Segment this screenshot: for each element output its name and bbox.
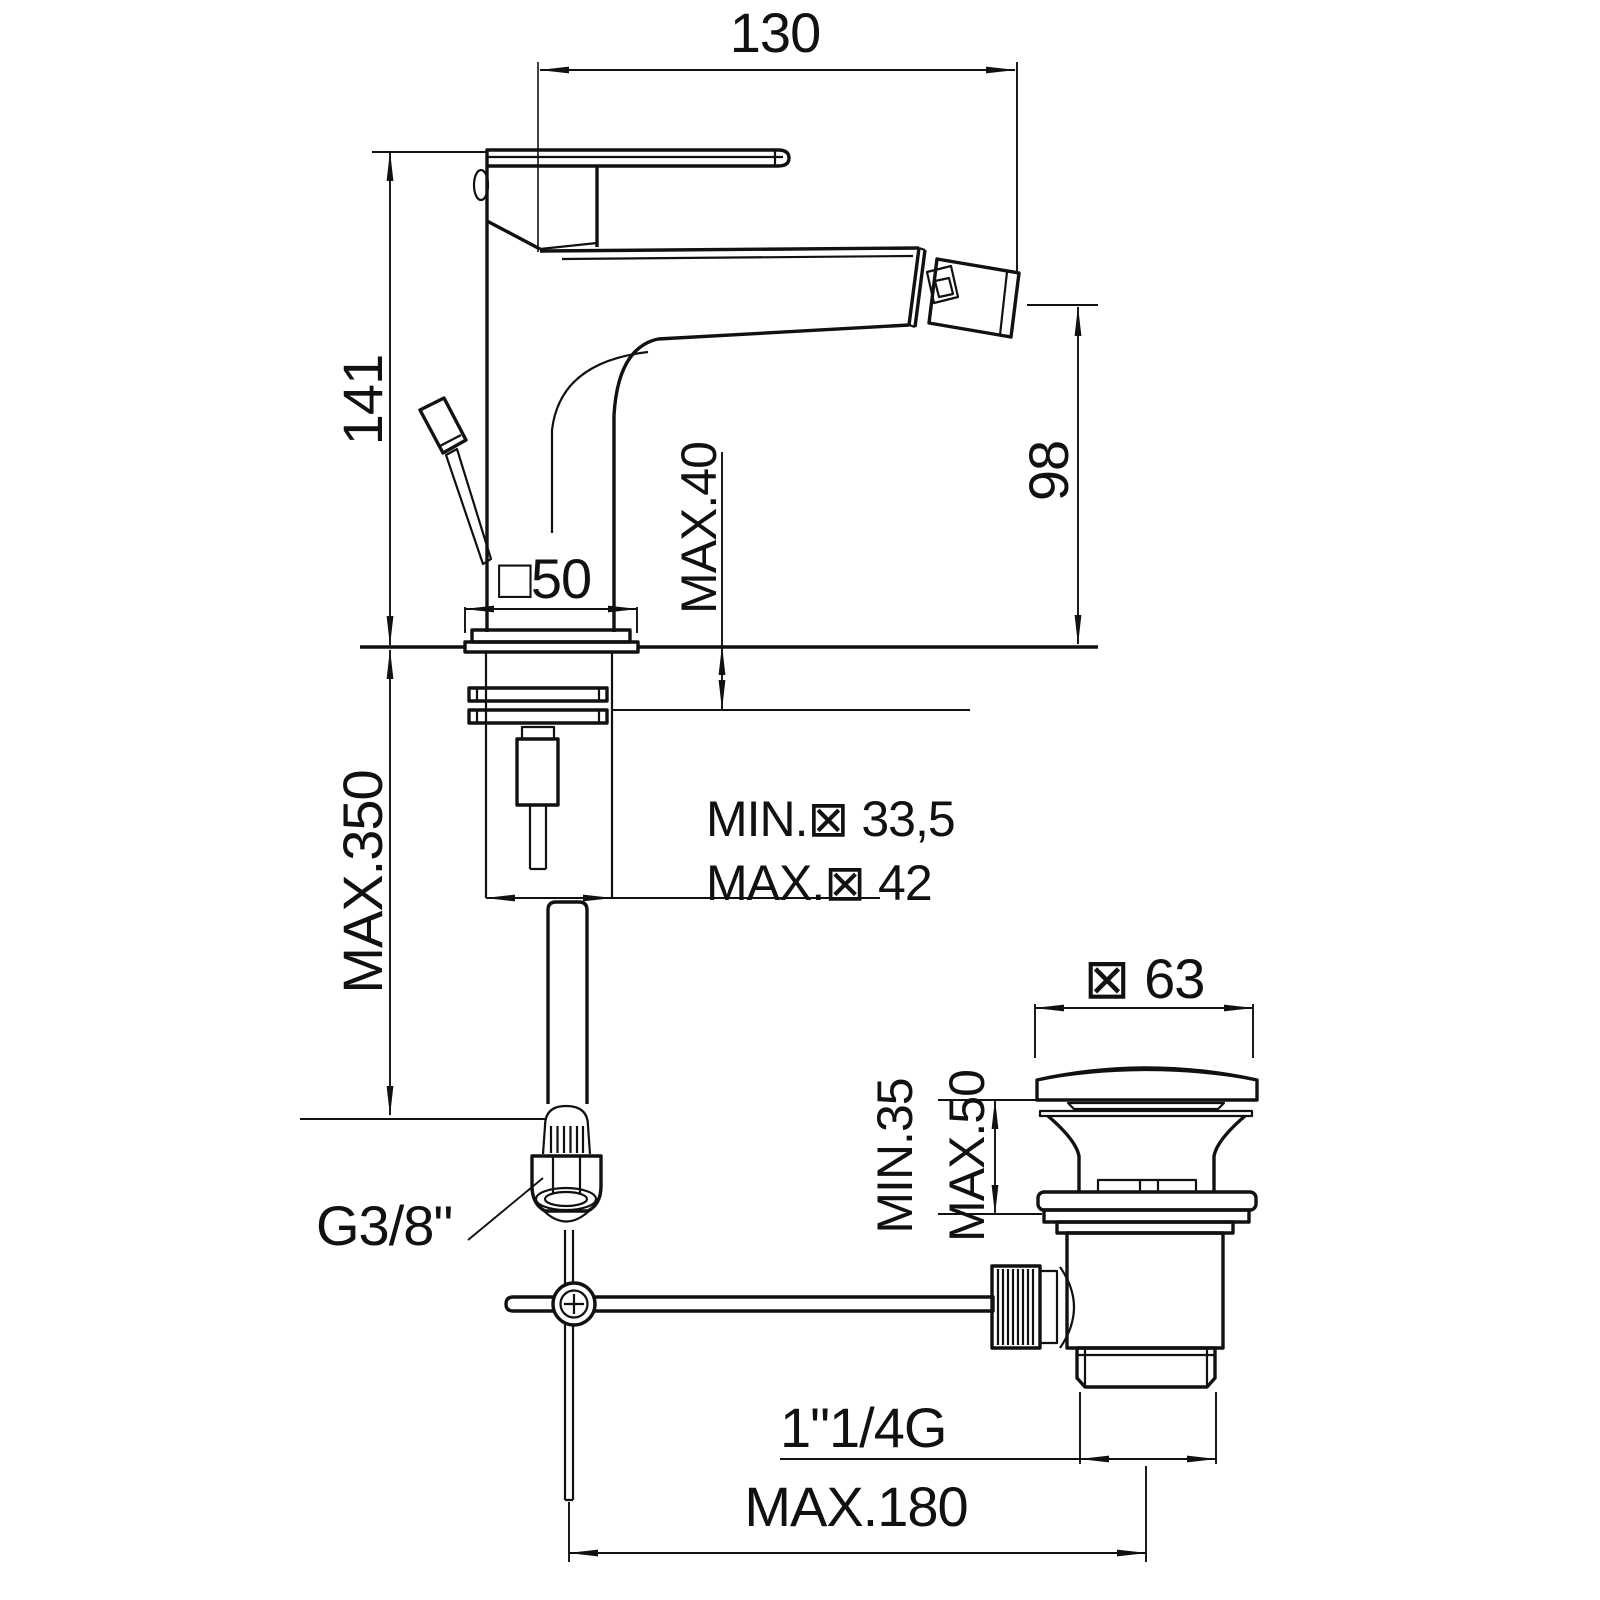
dim-base-square: □50 xyxy=(464,547,638,633)
supply-hose xyxy=(541,900,592,1155)
handle-lever xyxy=(485,148,791,168)
dim-inlet-thread-label: G3/8" xyxy=(316,1194,452,1257)
dim-inlet-thread: G3/8" xyxy=(316,1177,544,1257)
clamp-washers xyxy=(467,686,609,725)
side-lever xyxy=(418,396,493,566)
dim-hose-length-label: MAX.350 xyxy=(331,770,394,993)
rod-clamp-knob xyxy=(990,1264,1059,1350)
rod-screw-joint xyxy=(551,1281,597,1327)
phillips-screw-icon xyxy=(564,1294,584,1314)
popup-rod-vertical xyxy=(563,1230,575,1502)
dim-basin-min-label: MIN.35 xyxy=(867,1078,923,1233)
dim-rod-reach-label: MAX.180 xyxy=(744,1475,967,1538)
mounting-stud xyxy=(515,725,560,871)
inlet-connection-nut xyxy=(530,1154,603,1223)
mounting-shank xyxy=(484,652,614,898)
dim-cap-diameter: ⊠ 63 xyxy=(1034,947,1254,1058)
drain-body xyxy=(1059,1231,1225,1350)
dim-base-square-label: □50 xyxy=(498,547,591,610)
base-plate xyxy=(463,628,640,654)
dim-deck-thickness: MAX.40 xyxy=(612,442,970,711)
dim-hole-min-label: MIN.⊠ 33,5 xyxy=(706,791,955,847)
dim-basin-max-label: MAX.50 xyxy=(939,1070,995,1242)
dim-body-height-label: 141 xyxy=(331,355,394,445)
dim-hole-max-label: MAX.⊠ 42 xyxy=(706,855,932,911)
dim-rod-reach: MAX.180 xyxy=(568,1466,1147,1562)
drain-neck xyxy=(1046,1114,1247,1192)
aerator-nozzle xyxy=(925,257,1021,339)
bidet-mixer-figure xyxy=(360,62,1098,1502)
dim-cap-diameter-label: ⊠ 63 xyxy=(1084,947,1205,1010)
popup-rod-horizontal xyxy=(504,1295,995,1313)
dim-deck-thickness-label: MAX.40 xyxy=(671,442,727,614)
drain-flange xyxy=(1036,1190,1258,1235)
mixer-housing xyxy=(472,166,599,251)
dim-spout-reach: 130 xyxy=(539,1,1018,271)
dim-spout-reach-label: 130 xyxy=(730,1,820,64)
spout-and-column xyxy=(485,166,927,632)
dim-body-height: 141 xyxy=(331,151,486,646)
drain-thread xyxy=(1075,1346,1217,1389)
drain-cap xyxy=(1035,1066,1259,1102)
dim-hose-length: MAX.350 xyxy=(300,649,547,1120)
popup-waste-figure xyxy=(990,1066,1259,1389)
dim-outlet-height-label: 98 xyxy=(1017,441,1080,501)
drain-seal-rings xyxy=(1038,1101,1254,1118)
dim-outlet-height: 98 xyxy=(1017,304,1098,645)
dim-waste-thread: 1"1/4G xyxy=(780,1392,1217,1464)
dim-mounting-hole: MIN.⊠ 33,5 MAX.⊠ 42 xyxy=(485,791,956,911)
dim-basin-thickness: MIN.35 MAX.50 xyxy=(867,1070,1042,1242)
dim-waste-thread-label: 1"1/4G xyxy=(780,1396,946,1459)
drain-latch-plate xyxy=(1096,1178,1198,1194)
